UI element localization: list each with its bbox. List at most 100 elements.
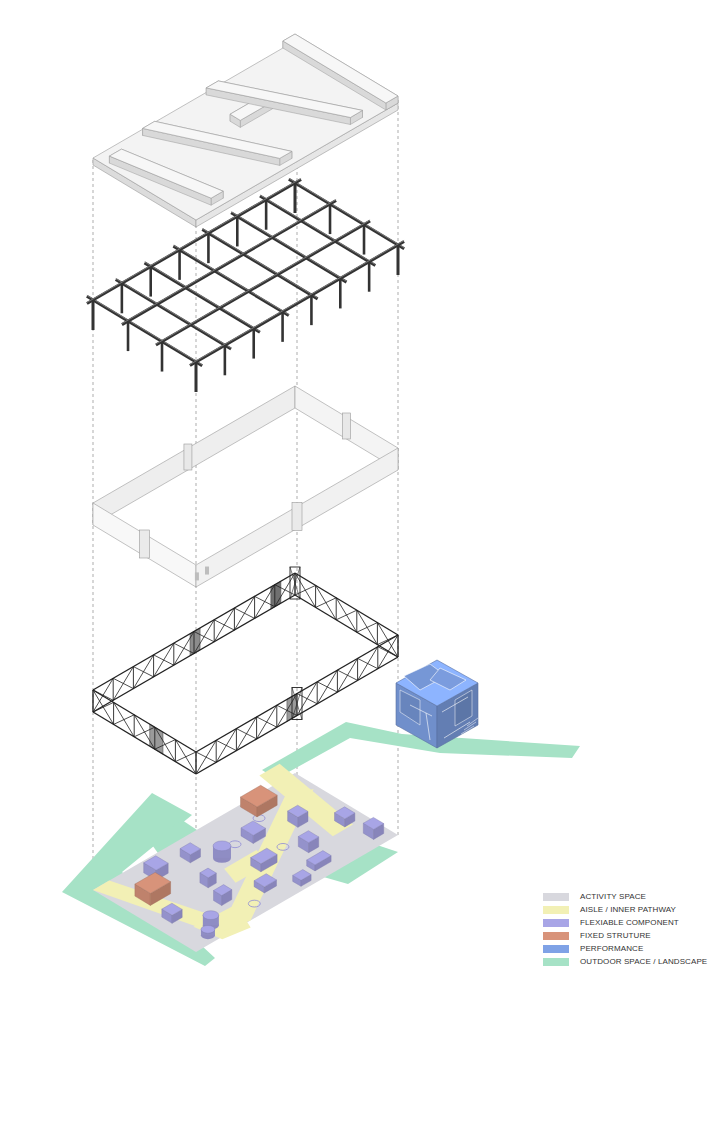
- column: [294, 183, 297, 213]
- beam: [260, 196, 375, 265]
- legend-swatch: [543, 932, 569, 940]
- column: [368, 262, 371, 292]
- truss-post: [317, 682, 318, 704]
- legend-text: ACTIVITY SPACE: [580, 892, 646, 902]
- beam: [231, 213, 346, 282]
- performance-fold: [444, 722, 470, 738]
- skylight-top: [283, 34, 398, 103]
- truss-brace: [317, 682, 337, 692]
- flexible-component: [335, 807, 355, 819]
- flexible-component: [293, 870, 311, 881]
- wall-layer: [93, 386, 398, 587]
- performance-fold: [442, 697, 468, 712]
- performance-facet: [400, 690, 420, 725]
- truss-post: [398, 635, 399, 657]
- truss-chord: [295, 573, 398, 635]
- truss-post: [276, 705, 277, 727]
- performance-fold: [426, 713, 430, 740]
- legend-text: FLEXIABLE COMPONENT: [580, 918, 679, 928]
- truss-brace: [234, 608, 254, 618]
- truss-brace: [257, 705, 277, 739]
- truss-post: [234, 608, 235, 630]
- truss-brace: [214, 620, 234, 630]
- column: [207, 233, 210, 263]
- floor-marker: [277, 843, 289, 850]
- flexible-component: [363, 817, 383, 829]
- truss-brace: [255, 596, 275, 606]
- truss-brace: [174, 643, 194, 653]
- truss-brace: [337, 658, 357, 692]
- performance-fold: [410, 705, 432, 716]
- column: [127, 321, 130, 351]
- beam: [202, 229, 317, 298]
- legend-entry: FLEXIABLE COMPONENT: [543, 916, 707, 929]
- skylight-side: [283, 41, 386, 110]
- flexible-component: [213, 841, 231, 851]
- truss-brace: [236, 729, 256, 739]
- truss-brace: [216, 729, 236, 763]
- column: [195, 362, 198, 392]
- beam: [190, 241, 404, 365]
- beam: [156, 221, 370, 345]
- legend: ACTIVITY SPACE AISLE / INNER PATHWAY FLEXI…: [543, 890, 707, 968]
- skylight-top: [206, 81, 362, 118]
- skylight-top: [109, 149, 223, 198]
- truss-brace: [196, 752, 216, 762]
- beam: [289, 179, 404, 248]
- column: [92, 300, 95, 330]
- beam-highlight: [289, 178, 404, 247]
- opening: [205, 567, 209, 575]
- truss-brace: [295, 573, 316, 607]
- truss-post: [214, 620, 215, 642]
- flexible-component: [254, 874, 276, 887]
- truss-post: [93, 690, 94, 712]
- truss-brace: [114, 702, 135, 736]
- truss-brace: [336, 598, 357, 632]
- column: [281, 312, 284, 342]
- pilaster: [343, 413, 351, 439]
- performance-stair: [467, 718, 478, 726]
- truss-post: [175, 740, 176, 762]
- legend-entry: PERFORMANCE: [543, 942, 707, 955]
- truss-post: [377, 647, 378, 669]
- truss-brace: [357, 610, 378, 644]
- legend-text: OUTDOOR SPACE / LANDSCAPE: [580, 957, 707, 967]
- column: [149, 267, 152, 297]
- column: [224, 345, 227, 375]
- wall: [93, 386, 295, 525]
- column: [161, 342, 164, 372]
- floor-plan-layer: [93, 764, 398, 952]
- truss-brace: [134, 715, 155, 749]
- truss-brace: [297, 682, 317, 716]
- flexible-component: [203, 911, 219, 920]
- truss-brace: [316, 585, 337, 619]
- truss-post: [154, 727, 155, 749]
- truss-post: [236, 729, 237, 751]
- truss-post: [356, 610, 357, 632]
- projection-line: [93, 160, 94, 892]
- beam-grid-layer: [87, 178, 404, 392]
- truss-brace: [378, 635, 398, 669]
- column: [92, 300, 95, 330]
- legend-swatch: [543, 893, 569, 901]
- truss-brace: [133, 667, 153, 677]
- truss-post: [337, 670, 338, 692]
- truss-brace: [275, 573, 295, 607]
- aisle: [219, 789, 314, 933]
- landscape-layer: [62, 722, 580, 966]
- truss-brace: [196, 740, 216, 774]
- truss-brace: [358, 658, 378, 668]
- truss-brace: [292, 688, 302, 720]
- flexible-component: [298, 831, 318, 843]
- column: [397, 245, 400, 275]
- flexible-component: [201, 925, 215, 933]
- roof-slab: [93, 41, 398, 220]
- flexible-component: [162, 903, 182, 915]
- legend-text: AISLE / INNER PATHWAY: [580, 905, 676, 915]
- column: [339, 278, 342, 308]
- truss-brace: [290, 567, 300, 599]
- legend-entry: FIXED STRUTURE: [543, 929, 707, 942]
- truss-post: [93, 690, 94, 712]
- truss-brace: [255, 585, 275, 619]
- truss-brace: [154, 643, 174, 677]
